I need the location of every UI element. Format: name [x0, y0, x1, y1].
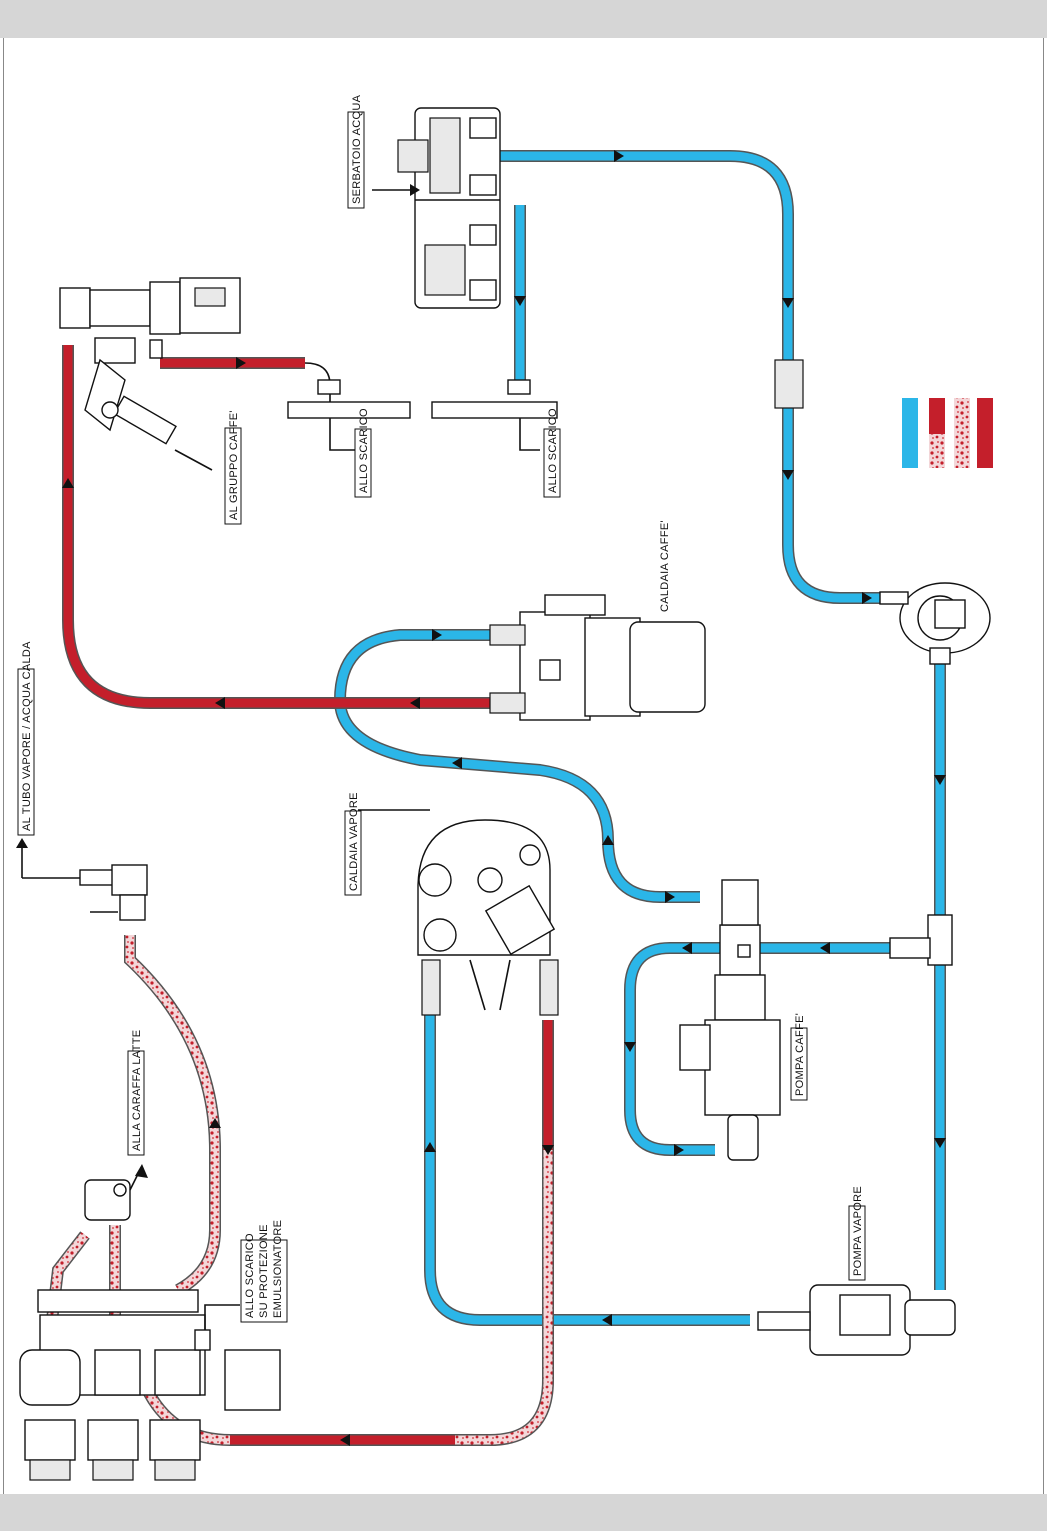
steam-boiler — [417, 819, 559, 1016]
page-frame — [3, 38, 1044, 1494]
svg-text:AL GRUPPO CAFFE': AL GRUPPO CAFFE' — [228, 410, 240, 520]
coffee-pump — [679, 879, 781, 1161]
coffee-boiler — [489, 594, 706, 721]
leader-lines — [358, 184, 430, 811]
legend-hot-water — [977, 398, 993, 468]
svg-text:POMPA CAFFE': POMPA CAFFE' — [794, 1013, 806, 1096]
legend-cold-water — [902, 398, 918, 468]
svg-text:ALLO SCARICO: ALLO SCARICO — [547, 408, 559, 493]
svg-text:ALLO SCARICO: ALLO SCARICO — [358, 408, 370, 493]
label-caldaia-vapore: CALDAIA VAPORE — [344, 792, 362, 896]
header-bar — [0, 0, 1047, 38]
svg-text:ALLO SCARICO: ALLO SCARICO — [244, 1233, 256, 1318]
steam-pump — [757, 1284, 956, 1356]
water-tank — [397, 107, 501, 309]
label-caraffa: ALLA CARAFFA LATTE — [127, 1030, 145, 1156]
steam-tube-connector — [16, 838, 148, 921]
flowmeter — [879, 582, 991, 665]
label-serbatoio: SERBATOIO ACQUA — [347, 94, 365, 209]
svg-text:CALDAIA VAPORE: CALDAIA VAPORE — [348, 792, 360, 891]
inline-filter — [774, 359, 804, 409]
label-caldaia-caffe: CALDAIA CAFFE' — [659, 520, 671, 612]
label-scarico-1: ALLO SCARICO — [354, 408, 372, 498]
svg-text:CALDAIA CAFFE': CALDAIA CAFFE' — [659, 520, 671, 612]
svg-text:ALLA CARAFFA LATTE: ALLA CARAFFA LATTE — [131, 1030, 143, 1151]
label-scarico-emulsionatore: ALLO SCARICO SU PROTEZIONE EMULSIONATORE — [240, 1220, 288, 1323]
t-junction — [889, 914, 953, 966]
coffee-group-valve — [59, 277, 241, 471]
label-scarico-2: ALLO SCARICO — [543, 408, 561, 498]
label-gruppo: AL GRUPPO CAFFE' — [224, 410, 242, 525]
svg-text:POMPA VAPORE: POMPA VAPORE — [852, 1186, 864, 1276]
svg-text:EMULSIONATORE: EMULSIONATORE — [272, 1220, 284, 1318]
legend-steam — [954, 398, 970, 468]
legend — [902, 398, 993, 468]
footer-bar — [0, 1494, 1047, 1531]
label-tubo-vapore: AL TUBO VAPORE / ACQUA CALDA — [17, 641, 35, 836]
label-pompa-caffe: POMPA CAFFE' — [790, 1013, 808, 1101]
drain-trays — [287, 362, 558, 451]
svg-text:SERBATOIO ACQUA: SERBATOIO ACQUA — [351, 94, 363, 204]
label-pompa-vapore: POMPA VAPORE — [848, 1186, 866, 1281]
flow-arrows — [62, 150, 946, 1446]
valve-manifold — [19, 1289, 281, 1481]
svg-text:AL TUBO VAPORE / ACQUA CALDA: AL TUBO VAPORE / ACQUA CALDA — [21, 641, 33, 831]
svg-text:SU PROTEZIONE: SU PROTEZIONE — [258, 1224, 270, 1318]
milk-valve — [84, 1164, 148, 1221]
